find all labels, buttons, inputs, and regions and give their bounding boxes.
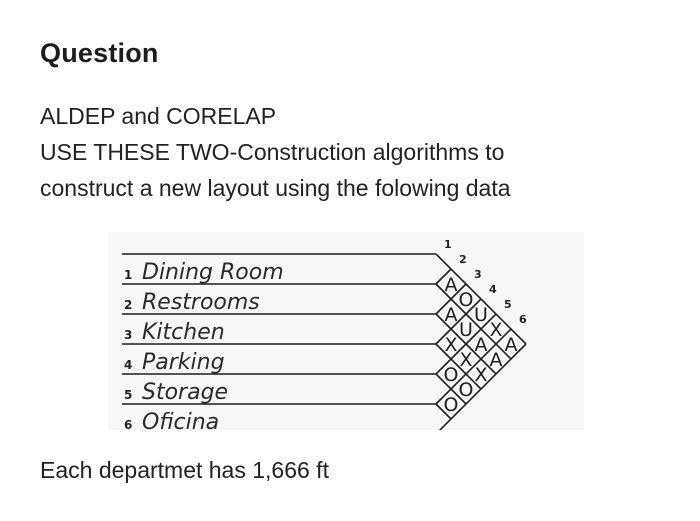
diagonal-line [435,403,452,420]
department-name: Restrooms [142,290,260,315]
diagonal-line [435,313,497,375]
relationship-code: A [490,349,503,371]
diagonal-line [435,283,467,315]
department-name: Oficina [142,410,219,430]
department-number: 6 [124,418,132,430]
chart-paper [108,232,584,430]
department-number: 3 [124,328,132,342]
relationship-code: O [459,289,474,311]
question-heading: Question [40,38,159,68]
relationship-code: O [444,394,459,416]
footer-note: Each departmet has 1,666 ft [40,457,329,483]
department-number: 4 [124,358,132,372]
department-number: 5 [124,388,132,402]
relationship-code: O [444,364,459,386]
question-body: ALDEP and CORELAP USE THESE TWO-Construc… [40,98,680,206]
diagonal-line [435,343,482,390]
relationship-code: U [459,319,473,341]
department-number: 3 [474,268,482,281]
relationship-code: U [474,304,488,326]
diagonal-line [435,328,512,405]
relationship-code: X [474,364,487,386]
question-line: USE THESE TWO-Construction algorithms to [40,139,505,165]
department-number: 1 [444,238,452,251]
diagonal-line [435,298,482,345]
department-number: 5 [504,298,512,311]
department-number: 1 [124,268,132,282]
department-number: 6 [519,313,527,326]
department-number: 4 [489,283,497,296]
question-line: construct a new layout using the folowin… [40,175,511,201]
department-name: Storage [142,380,228,405]
relationship-code: O [459,379,474,401]
department-name: Dining Room [142,260,284,285]
relationship-code: X [489,319,502,341]
diagonal-line [435,283,512,360]
department-number: 2 [124,298,132,312]
relationship-code: A [505,334,518,356]
relationship-code: X [444,334,457,356]
diagonal-line [438,343,527,430]
relationship-code: A [445,274,458,296]
question-line: ALDEP and CORELAP [40,103,277,129]
department-name: Kitchen [142,320,225,345]
department-name: Parking [142,350,225,375]
relationship-code: A [445,304,458,326]
department-number: 2 [459,253,467,266]
diagonal-line [435,268,452,285]
relationship-code: A [475,334,488,356]
relationship-code: X [459,349,472,371]
